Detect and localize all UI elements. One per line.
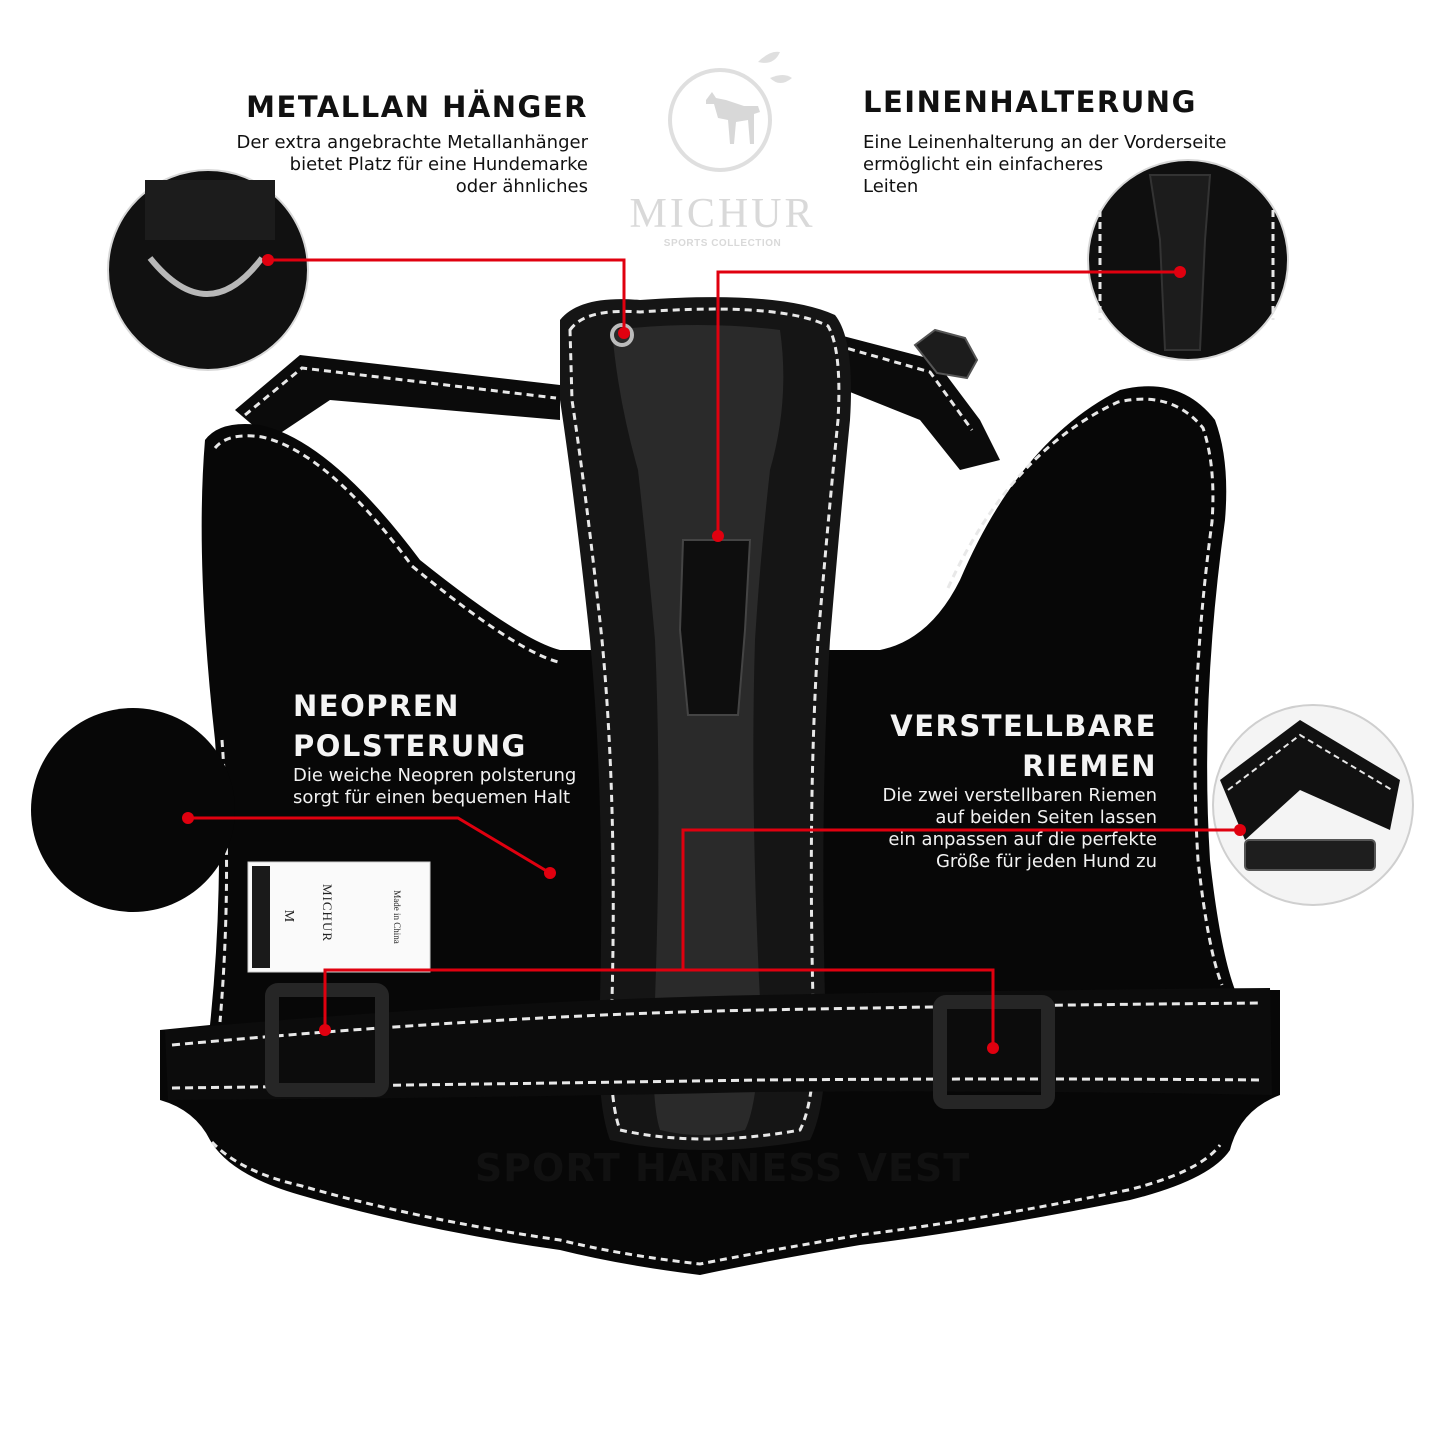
detail-circle-metal-hanger: [107, 169, 309, 371]
neoprene-description: Die weiche Neopren polsterung sorgt für …: [293, 765, 576, 809]
label-tag-brand: MICHUR: [320, 883, 336, 943]
straps-line: Größe für jeden Hund zu: [935, 851, 1157, 872]
callout-dots: [182, 254, 1246, 1054]
metal-hanger-line: oder ähnliches: [455, 176, 588, 197]
detail-circle-neoprene: [31, 708, 235, 912]
straps-description: Die zwei verstellbaren Riemen auf beiden…: [882, 785, 1157, 873]
metal-hanger-line: bietet Platz für eine Hundemarke: [289, 154, 588, 175]
straps-line: auf beiden Seiten lassen: [935, 807, 1157, 828]
detail-circle-straps: [1212, 704, 1414, 906]
straps-heading-line-2: RIEMEN: [1022, 749, 1157, 783]
brand-logo-name: MICHUR: [629, 191, 816, 237]
callout-lines: [188, 258, 1240, 1048]
brand-logo-tagline: SPORTS COLLECTION: [663, 238, 782, 249]
detail-circle-leash-holder: [1087, 159, 1289, 361]
neoprene-heading-line-1: NEOPREN: [293, 689, 460, 723]
label-tag-size: M: [281, 909, 297, 923]
neoprene-line: Die weiche Neopren polsterung: [293, 765, 577, 786]
label-tag-origin: Made in China: [391, 890, 402, 944]
metal-hanger-heading: METALLAN HÄNGER: [246, 90, 588, 124]
straps-line: ein anpassen auf die perfekte: [888, 829, 1157, 850]
leash-holder-line: ermöglicht ein einfacheres: [863, 154, 1104, 175]
leash-holder-line: Eine Leinenhalterung an der Vorderseite: [863, 132, 1227, 153]
straps-heading-line-1: VERSTELLBARE: [890, 709, 1157, 743]
neoprene-heading-line-2: POLSTERUNG: [293, 729, 527, 763]
metal-hanger-description: Der extra angebrachte Metallanhänger bie…: [236, 132, 588, 198]
leash-holder-line: Leiten: [863, 176, 919, 197]
product-title: SPORT HARNESS VEST: [474, 1146, 971, 1190]
brand-logo-emblem: [668, 51, 792, 172]
leash-holder-description: Eine Leinenhalterung an der Vorderseite …: [863, 132, 1226, 198]
straps-line: Die zwei verstellbaren Riemen: [882, 785, 1157, 806]
metal-hanger-line: Der extra angebrachte Metallanhänger: [236, 132, 588, 153]
leash-holder-heading: LEINENHALTERUNG: [863, 85, 1197, 119]
neoprene-line: sorgt für einen bequemen Halt: [293, 787, 571, 808]
